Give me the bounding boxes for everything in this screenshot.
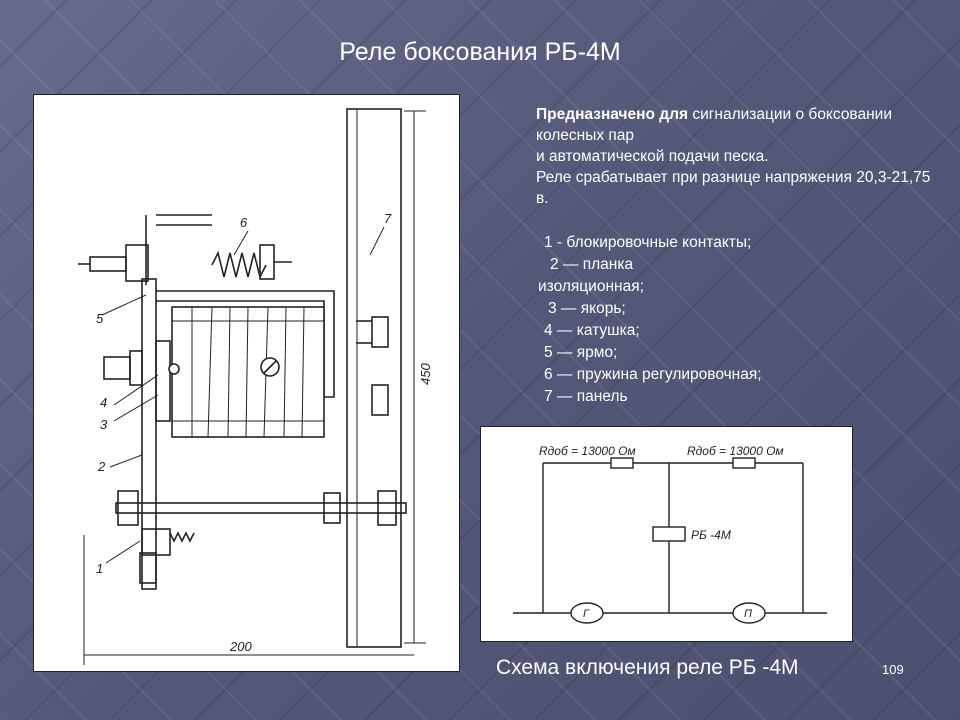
description-text: Предназначено для сигнализации о боксова… <box>536 104 936 209</box>
wiring-schematic: Rдоб = 13000 Ом Rдоб = 13000 Ом РБ -4М Г… <box>480 426 853 642</box>
relay-coil <box>652 526 686 542</box>
dimension-height: 450 <box>418 363 433 385</box>
label-4: 4 <box>100 395 107 410</box>
label-5: 5 <box>96 311 104 326</box>
description-line-2: и автоматической подачи песка. <box>536 148 769 165</box>
resistor-left-label: Rдоб = 13000 Ом <box>539 444 636 458</box>
label-6: 6 <box>240 215 248 230</box>
page-number: 109 <box>882 662 904 677</box>
legend-item: 5 — ярмо; <box>544 344 618 361</box>
dimension-width: 200 <box>229 639 252 654</box>
motor-label: П <box>744 608 752 620</box>
panel-shape <box>346 108 402 648</box>
parts-legend: 1 - блокировочные контакты; 2 — планка и… <box>538 232 858 408</box>
schematic-caption: Схема включения реле РБ -4М <box>496 656 799 679</box>
legend-item: изоляционная; <box>538 278 644 295</box>
resistor-right <box>732 457 756 469</box>
label-3: 3 <box>100 417 108 432</box>
relay-drawing-svg: 5 4 3 2 1 6 7 200 450 <box>78 108 433 665</box>
legend-item: 4 — катушка; <box>544 322 640 339</box>
relay-technical-drawing: 5 4 3 2 1 6 7 200 450 <box>33 94 460 672</box>
legend-item: 6 — пружина регулировочная; <box>544 366 762 383</box>
slide-title: Реле боксования РБ-4М <box>339 38 621 66</box>
legend-item: 1 - блокировочные контакты; <box>544 234 752 251</box>
description-lead: Предназначено для <box>536 106 689 123</box>
description-rest: сигнализации о боксовании колесных пар <box>536 106 892 144</box>
description-line-3: Реле срабатывает при разнице напряжения … <box>536 169 931 207</box>
legend-item: 7 — панель <box>544 388 628 405</box>
label-1: 1 <box>96 561 103 576</box>
generator-label: Г <box>583 608 590 620</box>
legend-item: 2 — планка <box>550 256 634 273</box>
label-2: 2 <box>97 459 106 474</box>
legend-item: 3 — якорь; <box>548 300 626 317</box>
resistor-right-label: Rдоб = 13000 Ом <box>687 444 784 458</box>
label-7: 7 <box>384 211 392 226</box>
relay-label: РБ -4М <box>691 528 731 542</box>
schematic-svg: Rдоб = 13000 Ом Rдоб = 13000 Ом РБ -4М Г… <box>513 444 827 624</box>
resistor-left <box>610 457 634 469</box>
